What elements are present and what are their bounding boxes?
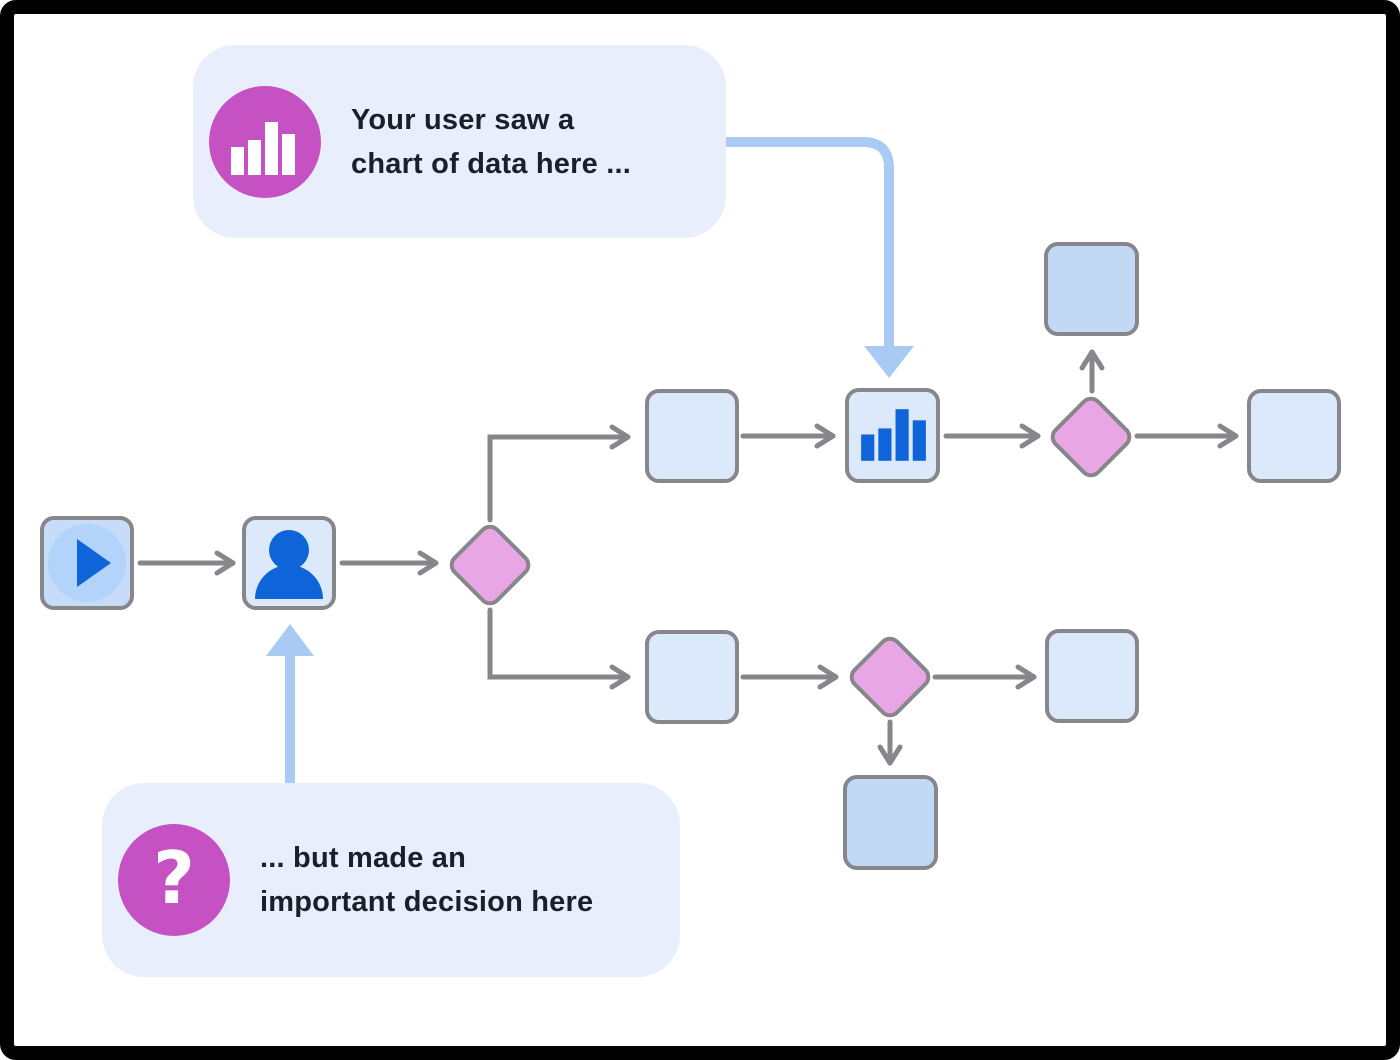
callout-chart-arrow [726,137,894,348]
callout-decision: ? ... but made an important decision her… [102,783,680,977]
callout-chart-line2: chart of data here ... [351,147,631,180]
decision3-down-outcome-node [843,775,938,870]
callout-decision-text: ... but made an important decision here [260,836,593,924]
callout-chart-badge [209,85,321,198]
callout-decision-line1: ... but made an [260,842,467,874]
top-branch-step-node [645,389,739,483]
connector-decision1-to-bottom-branch [487,607,631,690]
callout-chart-arrowhead [864,346,914,378]
bottom-branch-step-node [645,630,739,724]
callout-chart: Your user saw a chart of data here ... [193,45,726,238]
top-branch-end-node [1247,389,1341,483]
callout-chart-line1: Your user saw a [351,103,575,136]
connector-decision1-to-top-branch [487,424,631,523]
start-node [40,516,134,610]
user-icon [255,530,323,599]
callout-decision-badge: ? [118,824,230,936]
callout-decision-arrowhead [266,624,314,656]
callout-chart-text: Your user saw a chart of data here ... [351,98,631,186]
decision2-up-outcome-node [1044,242,1139,336]
chart-step-node [845,388,940,483]
user-step-node [242,516,336,610]
question-mark-icon: ? [153,836,195,920]
bottom-branch-end-node [1045,629,1139,723]
play-icon [48,524,126,602]
bar-chart-icon [231,121,295,175]
callout-decision-line2: important decision here [260,886,594,918]
bar-chart-icon [861,409,926,461]
